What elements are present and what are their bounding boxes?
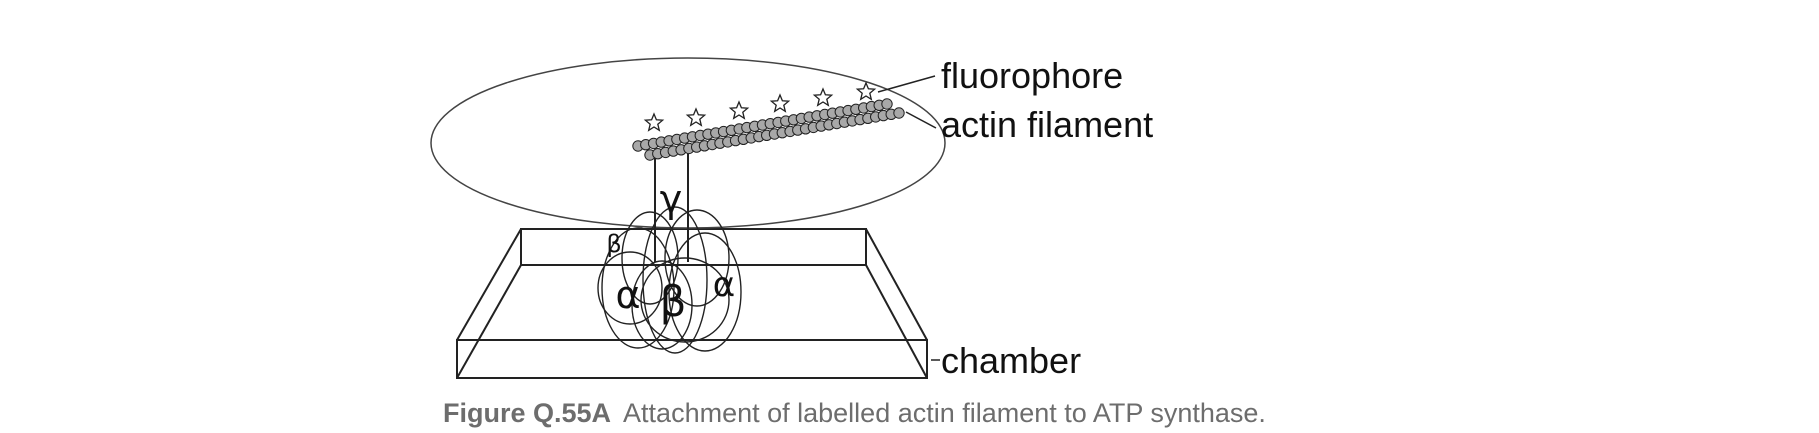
caption-text: Attachment of labelled actin filament to… bbox=[623, 398, 1266, 428]
gamma-stalk bbox=[654, 146, 689, 262]
actin-filament bbox=[632, 98, 905, 161]
alpha-label-left: α bbox=[615, 273, 640, 317]
fluorophore-label: fluorophore bbox=[941, 55, 1123, 96]
gamma-label: γ bbox=[660, 177, 683, 221]
fluorophore-star-icon bbox=[812, 87, 834, 107]
chamber-front-face bbox=[456, 339, 928, 379]
figure-number: Figure Q.55A bbox=[443, 398, 612, 428]
actin-leader bbox=[905, 111, 937, 129]
subunit-lobe bbox=[597, 251, 663, 325]
fluorophore-star-icon bbox=[769, 93, 791, 113]
atp-synthase bbox=[597, 206, 742, 354]
actin-bead bbox=[881, 98, 893, 110]
actin-filament-label: actin filament bbox=[941, 104, 1153, 145]
fluorophore-star-icon bbox=[728, 100, 750, 120]
alpha-label-right: α bbox=[713, 265, 735, 305]
subunit-lobe bbox=[642, 206, 708, 354]
leader-lines bbox=[877, 75, 940, 361]
subunit-lobe bbox=[601, 227, 675, 349]
beta-label-large: β bbox=[660, 277, 687, 326]
beta-label-small: β bbox=[606, 230, 621, 258]
fluorophore-star-icon bbox=[685, 107, 707, 127]
subunit-lobe bbox=[640, 257, 730, 343]
figure-caption: Figure Q.55A Attachment of labelled actin… bbox=[443, 398, 1266, 429]
fluorophore-star-icon bbox=[643, 112, 665, 132]
chamber-label: chamber bbox=[941, 340, 1081, 381]
chamber-back-rim bbox=[520, 228, 867, 266]
fluorophore-leader bbox=[877, 75, 936, 93]
fluorophore-star-icon bbox=[855, 81, 877, 101]
subunit-lobe bbox=[664, 209, 730, 307]
subunit-lobe bbox=[631, 260, 693, 350]
fluorophore-group bbox=[643, 81, 877, 132]
actin-bead bbox=[893, 107, 905, 119]
chamber-box bbox=[456, 228, 928, 379]
